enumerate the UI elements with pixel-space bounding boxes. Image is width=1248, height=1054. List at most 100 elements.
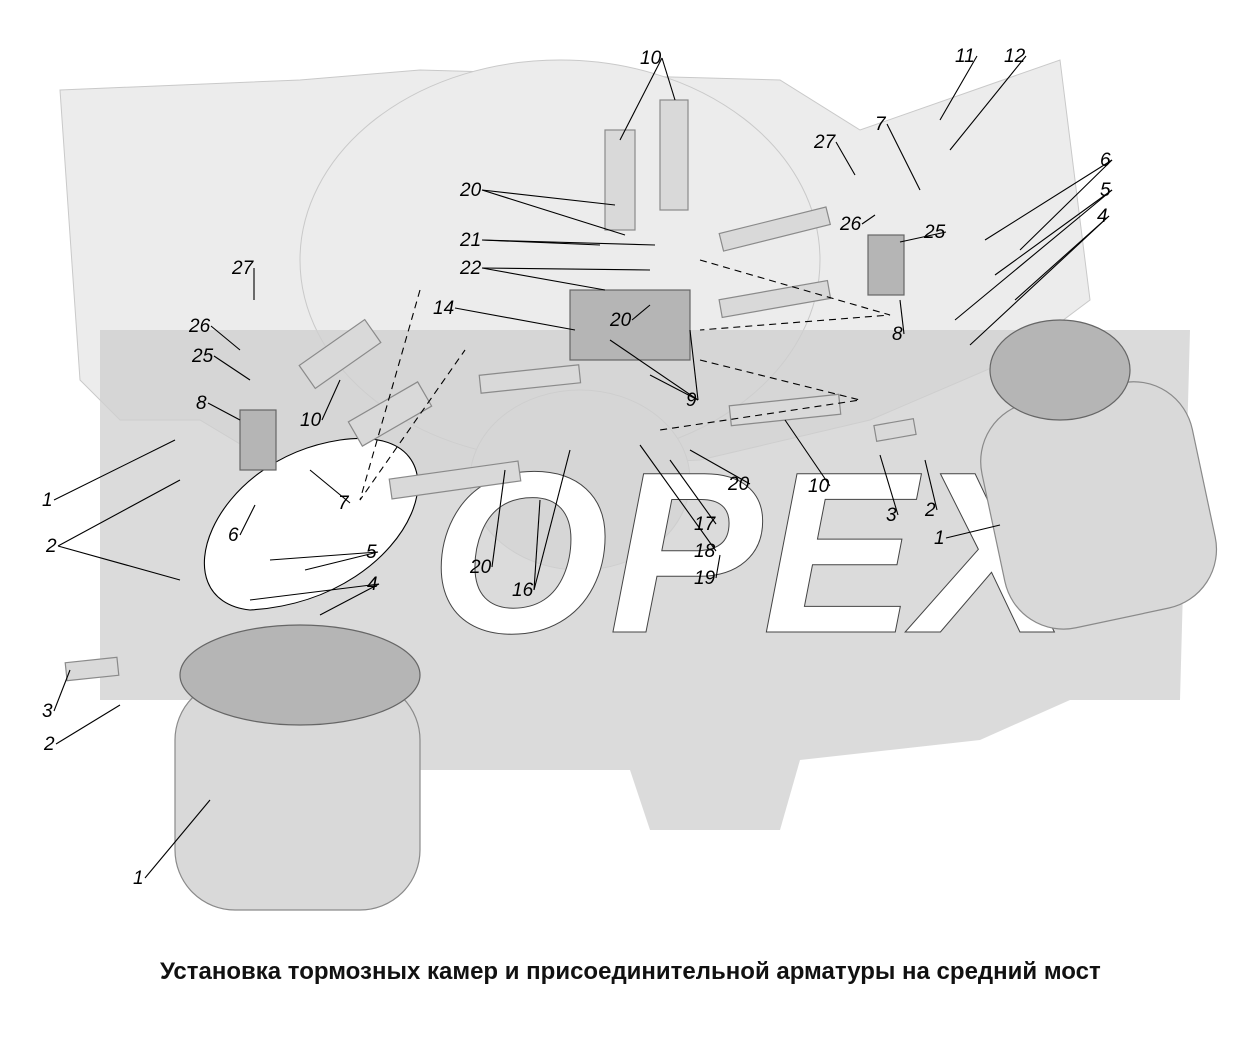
callout-4: 4 bbox=[1097, 206, 1108, 227]
leader-line bbox=[481, 267, 606, 291]
leader-line bbox=[661, 57, 676, 101]
leader-line bbox=[53, 439, 176, 501]
leader-line bbox=[57, 545, 181, 581]
leader-line bbox=[269, 551, 379, 561]
leader-line bbox=[879, 454, 899, 516]
callout-7: 7 bbox=[875, 114, 887, 135]
leader-lines bbox=[53, 55, 1113, 879]
leader-line bbox=[309, 469, 351, 504]
watermark-text: ОРЕХ bbox=[430, 424, 1081, 681]
callout-10: 10 bbox=[808, 476, 830, 497]
callout-25: 25 bbox=[923, 222, 946, 243]
leader-line bbox=[207, 402, 241, 421]
leader-line bbox=[649, 374, 699, 401]
leader-line bbox=[984, 159, 1113, 241]
leader-line bbox=[304, 551, 379, 571]
callout-17: 17 bbox=[694, 514, 717, 535]
callout-1: 1 bbox=[934, 528, 945, 549]
leader-line bbox=[454, 307, 576, 331]
leader-line bbox=[53, 669, 71, 712]
leader-line bbox=[249, 583, 380, 601]
leader-line bbox=[631, 304, 651, 321]
valve-block bbox=[64, 99, 917, 682]
leader-line bbox=[1014, 215, 1110, 301]
callout-2: 2 bbox=[43, 734, 55, 755]
callout-1: 1 bbox=[133, 868, 144, 889]
callout-18: 18 bbox=[694, 541, 716, 562]
callout-9: 9 bbox=[686, 390, 697, 411]
callout-7: 7 bbox=[338, 493, 350, 514]
leader-line bbox=[969, 215, 1110, 346]
leader-line bbox=[886, 123, 921, 191]
leader-line bbox=[949, 55, 1027, 151]
callout-5: 5 bbox=[366, 542, 377, 563]
callout-20: 20 bbox=[459, 180, 482, 201]
callout-11: 11 bbox=[955, 46, 975, 67]
leader-line bbox=[491, 469, 506, 568]
callout-14: 14 bbox=[433, 298, 454, 319]
leader-line bbox=[533, 499, 541, 591]
leader-line bbox=[481, 267, 651, 271]
leader-line bbox=[689, 449, 751, 485]
leader-line bbox=[213, 355, 251, 381]
leader-line bbox=[924, 459, 938, 511]
leader-line bbox=[689, 329, 699, 401]
callout-10: 10 bbox=[640, 48, 662, 69]
callout-12: 12 bbox=[1004, 46, 1026, 67]
leader-line bbox=[899, 231, 947, 243]
leader-line bbox=[144, 799, 211, 879]
leader-line bbox=[899, 299, 905, 335]
brake-chamber-right bbox=[980, 319, 1218, 630]
flange-outline bbox=[203, 437, 419, 611]
leader-line bbox=[784, 419, 831, 487]
callout-10: 10 bbox=[300, 410, 322, 431]
leader-line bbox=[239, 504, 256, 536]
callout-8: 8 bbox=[892, 324, 903, 345]
leader-line bbox=[619, 57, 663, 141]
callout-2: 2 bbox=[924, 500, 936, 521]
leader-line bbox=[639, 444, 717, 552]
callout-16: 16 bbox=[512, 580, 534, 601]
leader-line bbox=[715, 554, 721, 579]
leader-line bbox=[1019, 159, 1113, 251]
callout-3: 3 bbox=[886, 505, 897, 526]
callout-25: 25 bbox=[191, 346, 214, 367]
leader-line bbox=[321, 379, 341, 421]
callout-4: 4 bbox=[367, 574, 378, 595]
callout-1: 1 bbox=[42, 490, 53, 511]
brake-chamber-left bbox=[174, 624, 421, 911]
leader-line bbox=[210, 325, 241, 351]
leader-line bbox=[319, 583, 380, 616]
callout-6: 6 bbox=[228, 525, 239, 546]
leader-line bbox=[945, 524, 1001, 539]
diagram-caption: Установка тормозных камер и присоедините… bbox=[160, 958, 1101, 985]
leader-line bbox=[669, 459, 717, 525]
leader-line bbox=[481, 189, 616, 206]
leader-line bbox=[57, 479, 181, 547]
callout-20: 20 bbox=[609, 310, 632, 331]
callout-5: 5 bbox=[1100, 180, 1111, 201]
callout-21: 21 bbox=[459, 230, 481, 251]
callout-2: 2 bbox=[45, 536, 57, 557]
leader-line bbox=[994, 189, 1113, 276]
leader-line bbox=[939, 55, 978, 121]
callout-20: 20 bbox=[469, 557, 492, 578]
callout-22: 22 bbox=[459, 258, 482, 279]
callout-20: 20 bbox=[727, 474, 750, 495]
callout-26: 26 bbox=[188, 316, 211, 337]
leader-line bbox=[481, 239, 656, 246]
assembly-lines bbox=[359, 259, 891, 501]
callout-26: 26 bbox=[839, 214, 862, 235]
leader-line bbox=[55, 704, 121, 745]
leader-line bbox=[481, 189, 626, 236]
leader-line bbox=[954, 189, 1113, 321]
callout-8: 8 bbox=[196, 393, 207, 414]
leader-line bbox=[533, 449, 571, 591]
callout-6: 6 bbox=[1100, 150, 1111, 171]
callout-27: 27 bbox=[231, 258, 255, 279]
leader-line bbox=[835, 141, 856, 176]
callout-27: 27 bbox=[813, 132, 837, 153]
callout-19: 19 bbox=[694, 568, 716, 589]
